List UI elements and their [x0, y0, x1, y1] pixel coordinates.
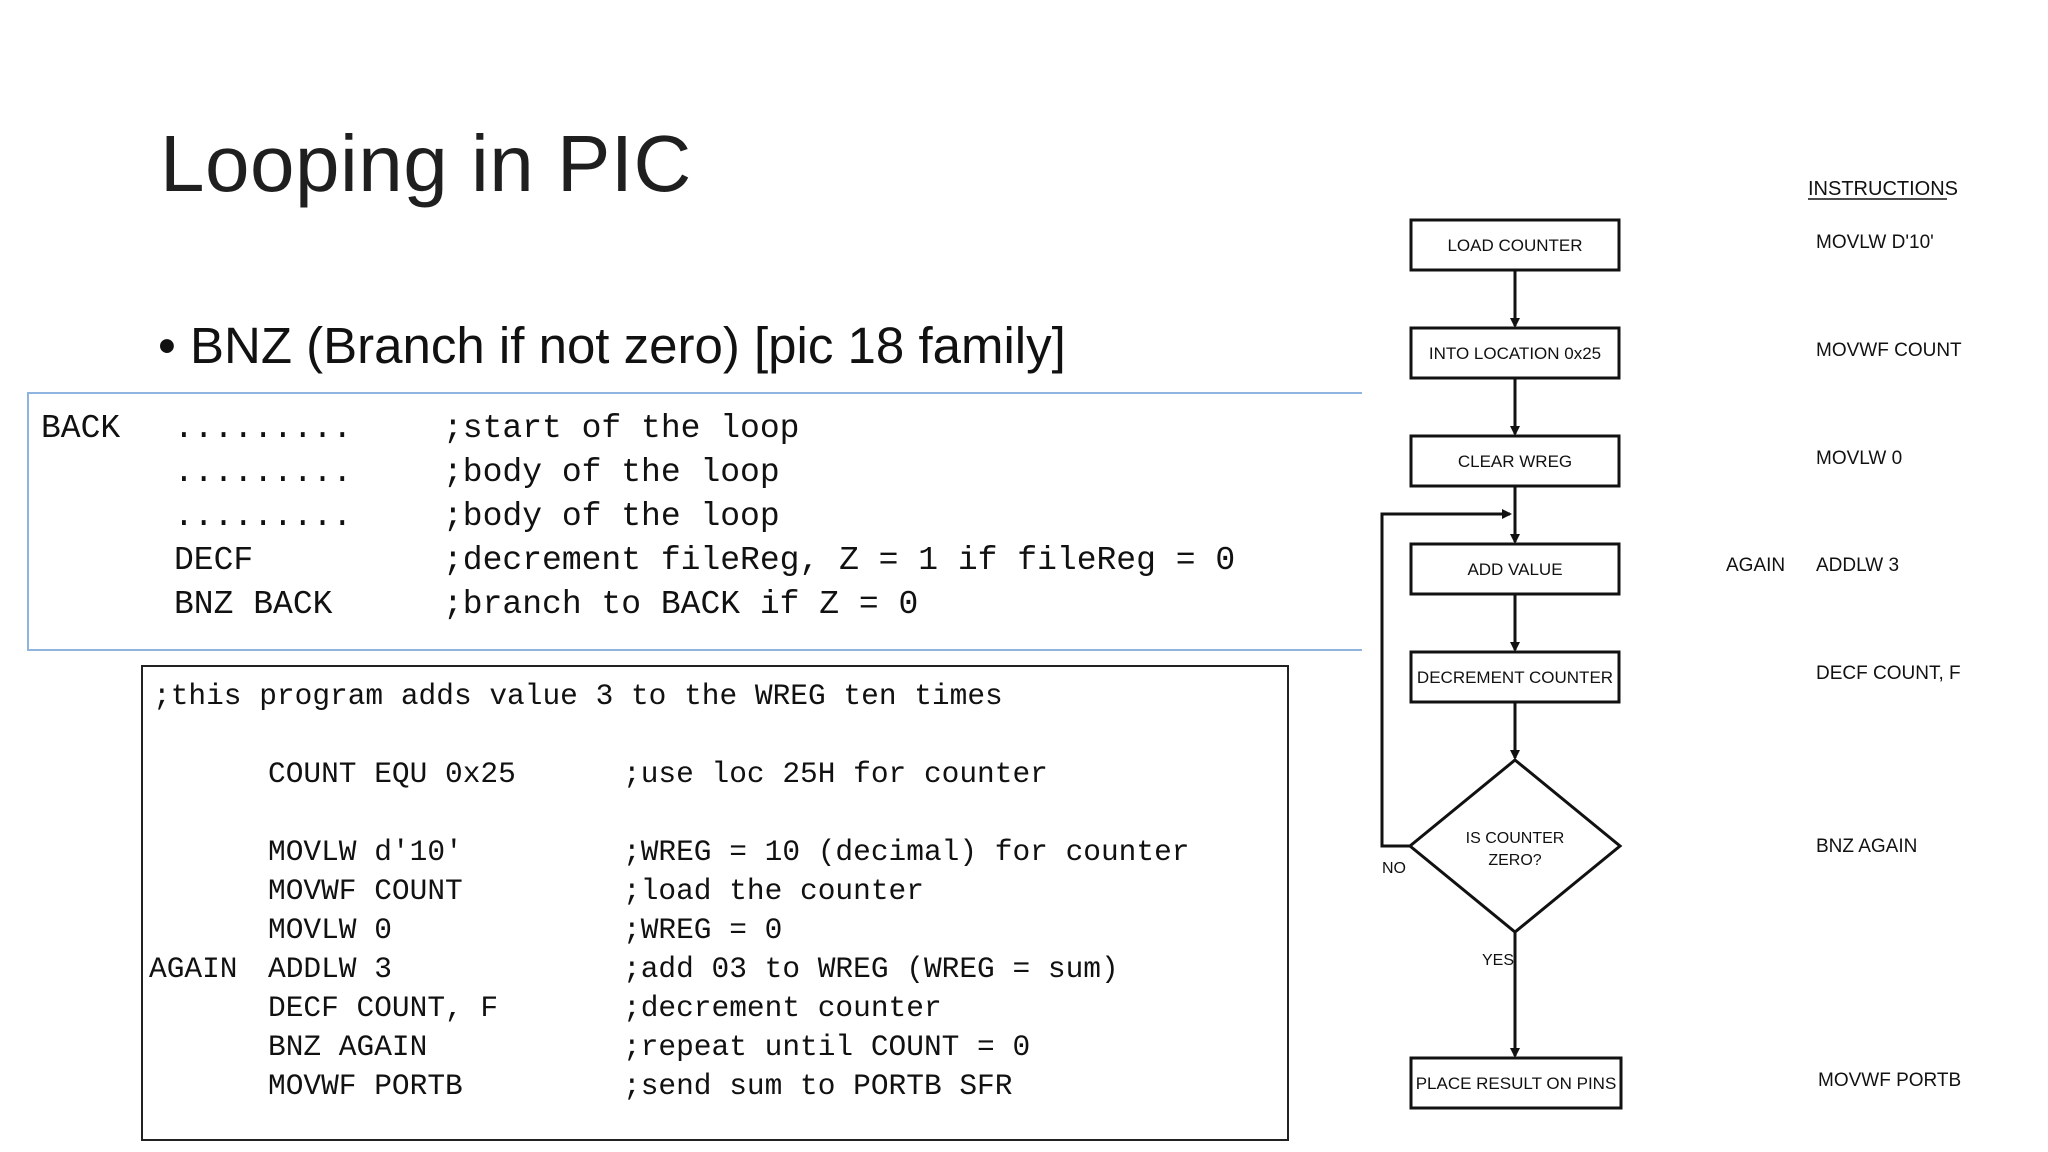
code-comment: ;body of the loop [443, 498, 780, 535]
code-instruction: MOVLW 0 [268, 913, 392, 947]
flow-step-label: CLEAR WREG [1458, 452, 1572, 471]
flow-instruction: MOVLW 0 [1816, 448, 1902, 469]
decision-yes-label: YES [1482, 952, 1514, 969]
flow-step-clear-wreg: CLEAR WREG [1409, 434, 1621, 488]
flow-instruction: MOVLW D'10' [1816, 232, 1934, 253]
code-instruction: ......... [174, 410, 353, 447]
code-instruction: ADDLW 3 [268, 952, 392, 986]
flow-step-label: ADD VALUE [1467, 560, 1562, 579]
code-comment: ;start of the loop [443, 410, 800, 447]
code-instruction: DECF [174, 542, 254, 579]
code-snippet-bnz-back: BACK ......... ;start of the loop ......… [27, 392, 1362, 651]
flow-instruction: DECF COUNT, F [1816, 663, 1961, 684]
flow-instruction: BNZ AGAIN [1816, 836, 1917, 857]
flow-step-place-result: PLACE RESULT ON PINS [1409, 1056, 1623, 1110]
code-instruction: MOVLW d'10' [268, 835, 463, 869]
flow-step-add-value: ADD VALUE [1409, 542, 1621, 596]
flow-step-label: LOAD COUNTER [1447, 236, 1582, 255]
flow-loop-label: AGAIN [1726, 555, 1785, 576]
code-instruction: BNZ BACK [174, 586, 333, 623]
code-instruction: MOVWF PORTB [268, 1069, 463, 1103]
code-instruction: COUNT EQU 0x25 [268, 757, 516, 791]
code-instruction: BNZ AGAIN [268, 1030, 428, 1064]
flow-decision-counter-zero: IS COUNTER ZERO? [1407, 758, 1623, 934]
code-label: BACK [41, 410, 121, 447]
code-comment: ;send sum to PORTB SFR [623, 1069, 1013, 1103]
code-instruction: ......... [174, 454, 353, 491]
flow-step-label: PLACE RESULT ON PINS [1416, 1074, 1617, 1093]
flow-instruction: MOVWF PORTB [1818, 1070, 1961, 1091]
code-comment: ;body of the loop [443, 454, 780, 491]
slide-title: Looping in PIC [160, 119, 692, 208]
loop-flowchart: INSTRUCTIONS LOAD COUNTER MOVLW D'10' IN… [1360, 160, 2000, 1120]
flow-instruction: ADDLW 3 [1816, 555, 1899, 576]
code-comment: ;use loc 25H for counter [623, 757, 1048, 791]
flow-loop-back-arrow [1380, 509, 1512, 848]
code-comment: ;branch to BACK if Z = 0 [443, 586, 919, 623]
code-comment: ;decrement counter [623, 991, 942, 1025]
flowchart-svg: INSTRUCTIONS LOAD COUNTER MOVLW D'10' IN… [1380, 178, 1962, 1110]
code-program-add-wreg: ;this program adds value 3 to the WREG t… [141, 665, 1289, 1141]
decision-line-2: ZERO? [1488, 852, 1541, 869]
code-comment: ;load the counter [623, 874, 924, 908]
code-comment: ;add 03 to WREG (WREG = sum) [623, 952, 1119, 986]
code-label: AGAIN [149, 952, 238, 986]
bullet-text: BNZ (Branch if not zero) [pic 18 family] [190, 317, 1066, 374]
code-header-comment: ;this program adds value 3 to the WREG t… [153, 679, 1003, 713]
code-comment: ;repeat until COUNT = 0 [623, 1030, 1031, 1064]
code-instruction: MOVWF COUNT [268, 874, 463, 908]
flow-step-label: DECREMENT COUNTER [1417, 668, 1613, 687]
decision-line-1: IS COUNTER [1466, 830, 1565, 847]
bullet-dot-icon: • [158, 317, 176, 374]
code-comment: ;WREG = 10 (decimal) for counter [623, 835, 1190, 869]
code-comment: ;decrement fileReg, Z = 1 if fileReg = 0 [443, 542, 1236, 579]
decision-no-label: NO [1382, 860, 1406, 877]
code-instruction: ......... [174, 498, 353, 535]
flow-step-into-location: INTO LOCATION 0x25 [1409, 326, 1621, 380]
flow-step-load-counter: LOAD COUNTER [1409, 218, 1621, 272]
flow-step-label: INTO LOCATION 0x25 [1429, 344, 1601, 363]
instructions-header: INSTRUCTIONS [1808, 178, 1958, 200]
bullet-item: •BNZ (Branch if not zero) [pic 18 family… [158, 316, 1066, 375]
code-comment: ;WREG = 0 [623, 913, 783, 947]
flow-instruction: MOVWF COUNT [1816, 340, 1962, 361]
code-instruction: DECF COUNT, F [268, 991, 499, 1025]
flow-step-decrement-counter: DECREMENT COUNTER [1409, 650, 1621, 704]
